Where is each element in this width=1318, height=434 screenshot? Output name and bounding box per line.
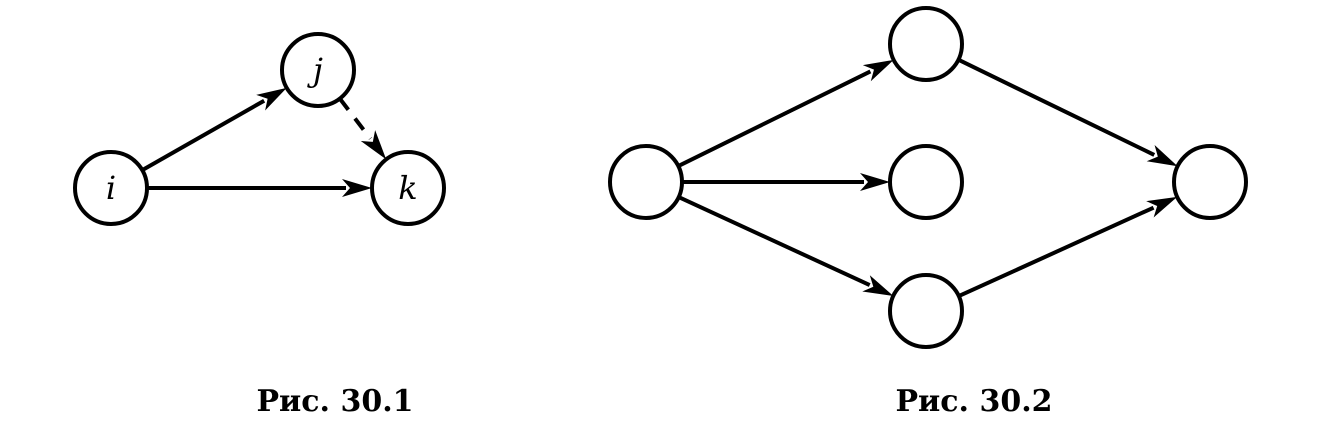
edge-b-e <box>957 57 1156 157</box>
edge-a-d <box>677 195 871 287</box>
edge-d-e <box>957 205 1155 298</box>
edge-j-k <box>338 97 372 140</box>
node-i <box>73 150 149 226</box>
node-b <box>888 6 964 82</box>
caption-figure-30-2: Рис. 30.2 <box>895 384 1052 419</box>
edge-i-j <box>141 98 266 172</box>
node-a <box>608 144 684 220</box>
figure-30-1: ijk <box>73 32 446 226</box>
node-d <box>888 273 964 349</box>
node-j <box>280 32 356 108</box>
node-k <box>370 150 446 226</box>
arrowhead-a-c <box>860 173 890 191</box>
arrowhead-j-k <box>360 130 387 160</box>
arrowhead-i-j <box>256 87 287 111</box>
arrowhead-a-d <box>862 275 894 296</box>
arrowhead-a-b <box>862 59 894 82</box>
edge-a-b <box>677 69 872 168</box>
caption-figure-30-1: Рис. 30.1 <box>256 384 413 419</box>
arrowhead-b-e <box>1146 145 1178 167</box>
node-c <box>888 144 964 220</box>
node-label-k: k <box>398 169 417 207</box>
node-label-i: i <box>106 169 116 207</box>
arrowhead-d-e <box>1146 196 1178 218</box>
node-e <box>1172 144 1248 220</box>
arrowhead-i-k <box>342 179 372 197</box>
figure-30-2 <box>608 6 1248 349</box>
